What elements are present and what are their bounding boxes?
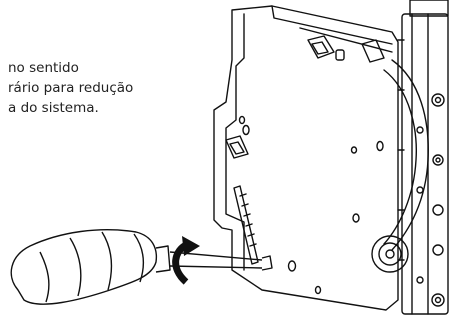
- top-rail: [271, 5, 393, 45]
- caption-line-1: no sentido: [8, 60, 79, 76]
- adjustment-slot: [233, 185, 259, 265]
- housing-panel: [225, 13, 245, 271]
- cam-lever: [391, 59, 429, 251]
- screwdriver-shaft: [169, 251, 263, 269]
- rotation-arrow-icon: [172, 236, 200, 285]
- screwdriver: [10, 228, 273, 305]
- instruction-caption: no sentido rário para redução a do siste…: [0, 58, 170, 118]
- housing-holes: [238, 115, 384, 295]
- housing-cutouts: [225, 35, 385, 159]
- side-frame: [401, 13, 449, 315]
- housing-outline: [213, 5, 399, 311]
- caption-line-3: a do sistema.: [8, 100, 99, 116]
- screwdriver-handle: [10, 228, 158, 305]
- frame-bolts: [416, 93, 445, 307]
- roller: [371, 235, 409, 273]
- caption-line-2: rário para redução: [8, 80, 134, 96]
